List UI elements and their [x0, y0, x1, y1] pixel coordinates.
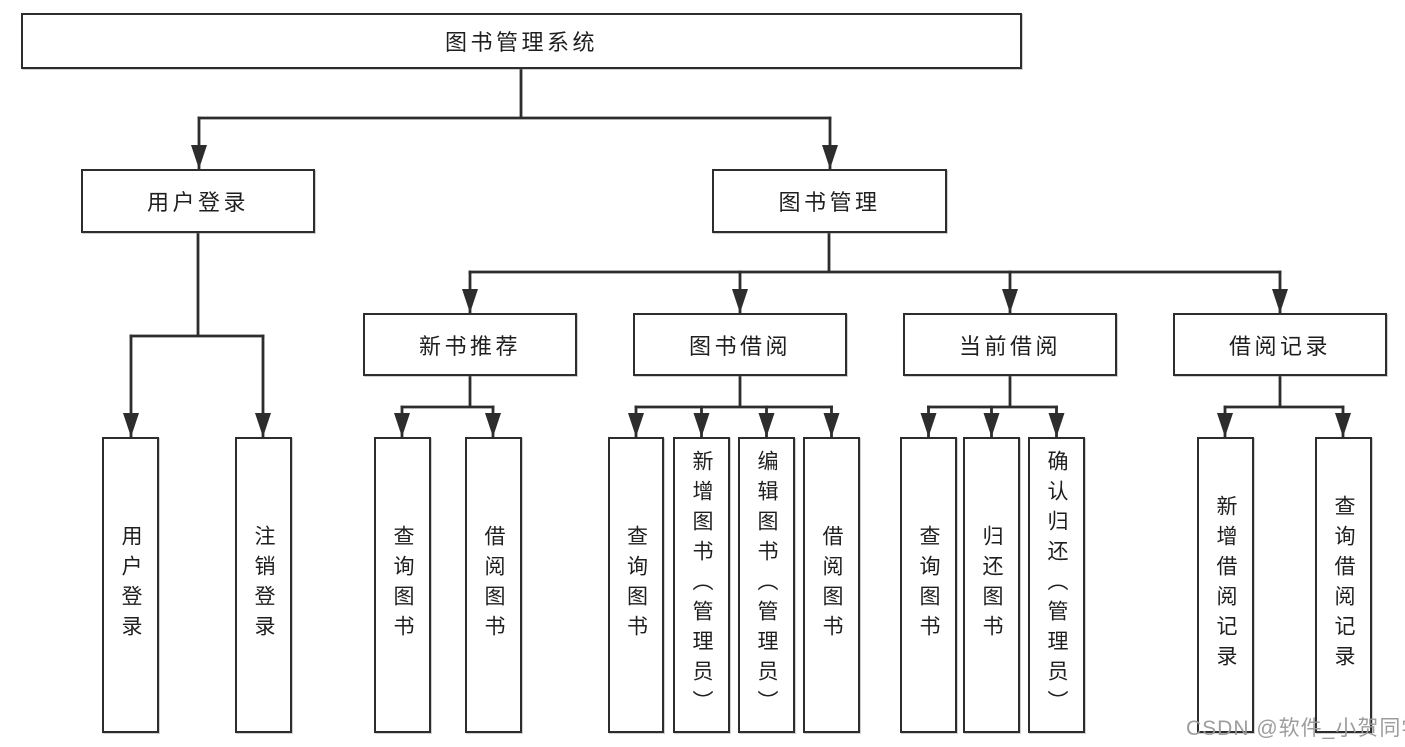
- leaf-confirm-return-admin: 确认归还（管理员）: [1028, 437, 1085, 733]
- node-book-management: 图书管理: [712, 169, 947, 233]
- leaf-current-query-book: 查询图书: [900, 437, 957, 733]
- leaf-recommend-borrow-book: 借阅图书: [465, 437, 522, 733]
- node-borrowing-records: 借阅记录: [1173, 313, 1387, 376]
- leaf-recommend-query-book: 查询图书: [374, 437, 431, 733]
- node-current-borrowing: 当前借阅: [903, 313, 1117, 376]
- leaf-edit-book-admin: 编辑图书（管理员）: [738, 437, 795, 733]
- leaf-logout: 注销登录: [235, 437, 292, 733]
- node-new-book-recommendation: 新书推荐: [363, 313, 577, 376]
- connector-group: [123, 69, 1351, 437]
- watermark: CSDN @软件_小贺同学: [1186, 717, 1405, 740]
- leaf-return-book: 归还图书: [963, 437, 1020, 733]
- leaf-add-borrow-record: 新增借阅记录: [1197, 437, 1254, 733]
- node-root: 图书管理系统: [21, 13, 1022, 69]
- leaf-borrowing-query-book: 查询图书: [608, 437, 664, 733]
- leaf-query-borrow-record: 查询借阅记录: [1315, 437, 1372, 733]
- node-book-borrowing: 图书借阅: [633, 313, 847, 376]
- leaf-borrow-book: 借阅图书: [803, 437, 860, 733]
- node-user-login: 用户登录: [81, 169, 315, 233]
- leaf-user-login: 用户登录: [102, 437, 159, 733]
- leaf-add-book-admin: 新增图书（管理员）: [673, 437, 730, 733]
